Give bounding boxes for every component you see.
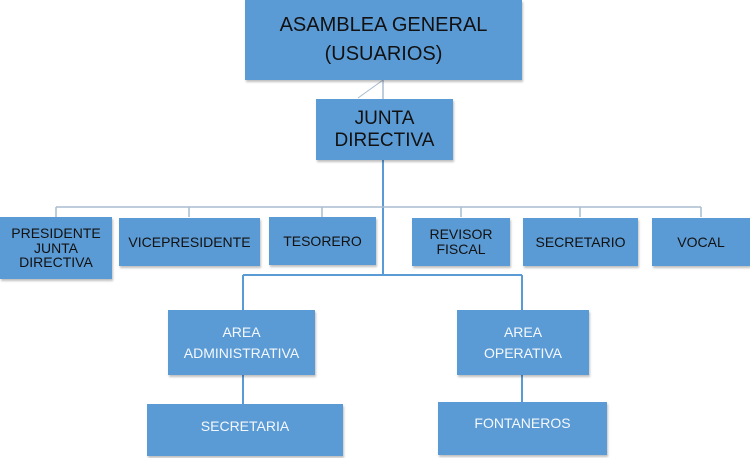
node-label-line2: OPERATIVA	[483, 344, 563, 361]
node-label-line2: (USUARIOS)	[324, 43, 443, 65]
node-label-line1: REVISOR	[429, 226, 493, 243]
node-label-line2: DIRECTIVA	[334, 129, 435, 151]
node-label-line1: ASAMBLEA GENERAL	[279, 14, 488, 36]
node-label-line2: JUNTA	[33, 239, 79, 256]
node-label-line2: ADMINISTRATIVA	[183, 344, 300, 361]
node-tesorero: TESORERO	[269, 217, 376, 265]
node-label-line1: AREA	[503, 324, 543, 341]
node-vicepresidente: VICEPRESIDENTE	[119, 218, 260, 266]
node-presidente-junta-directiva: PRESIDENTE JUNTA DIRECTIVA	[0, 217, 112, 279]
node-label: SECRETARIA	[200, 417, 290, 434]
node-secretaria: SECRETARIA	[147, 404, 343, 456]
node-secretario: SECRETARIO	[523, 218, 638, 266]
node-label: SECRETARIO	[535, 233, 626, 250]
connector-root-board-diag	[357, 79, 384, 99]
node-area-operativa: AREA OPERATIVA	[457, 310, 589, 375]
node-label-line1: JUNTA	[354, 107, 415, 129]
node-revisor-fiscal: REVISOR FISCAL	[412, 218, 510, 266]
node-label-line1: PRESIDENTE	[11, 224, 101, 241]
node-label-line1: AREA	[222, 324, 261, 341]
node-fontaneros: FONTANEROS	[438, 402, 607, 455]
node-label-line2: FISCAL	[436, 241, 486, 257]
node-vocal: VOCAL	[652, 218, 750, 266]
node-junta-directiva: JUNTA DIRECTIVA	[316, 99, 453, 160]
node-label-line3: DIRECTIVA	[19, 254, 93, 271]
node-area-administrativa: AREA ADMINISTRATIVA	[168, 310, 315, 375]
node-label: TESORERO	[283, 232, 362, 249]
node-asamblea-general: ASAMBLEA GENERAL (USUARIOS)	[245, 0, 522, 80]
node-label: VICEPRESIDENTE	[128, 233, 251, 250]
node-label: FONTANEROS	[474, 415, 571, 432]
node-label: VOCAL	[677, 233, 725, 250]
